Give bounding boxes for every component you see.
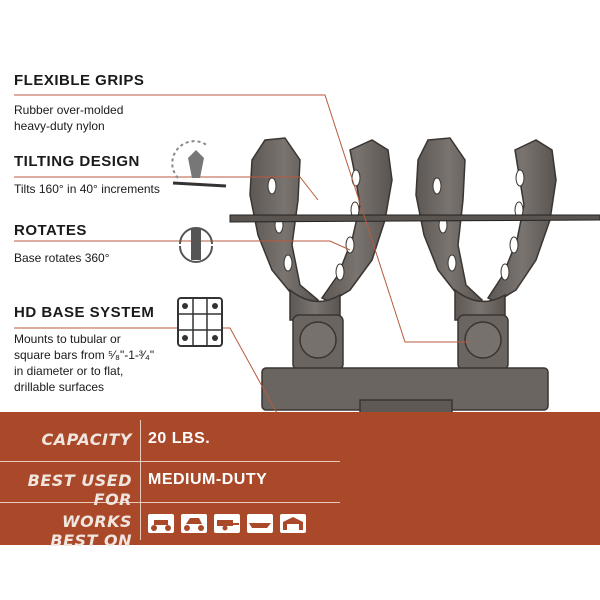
garage-icon xyxy=(280,514,306,533)
spec-label-best-used-for: BEST USED FOR xyxy=(27,471,132,509)
feature-title-tilting-design: TILTING DESIGN xyxy=(14,153,140,170)
right-grip xyxy=(415,137,557,321)
base-plate-icon xyxy=(176,296,224,348)
feature-title-hd-base-system: HD BASE SYSTEM xyxy=(14,304,155,321)
left-grip xyxy=(249,137,393,321)
spec-label-works-best-on: WORKS BEST ON xyxy=(50,512,132,550)
feature-desc-flexible-grips: Rubber over-molded heavy-duty nylon xyxy=(14,103,124,133)
spec-value-capacity: 20 LBS. xyxy=(148,430,211,447)
feature-desc-tilting-design: Tilts 160° in 40° increments xyxy=(14,182,160,196)
feature-title-flexible-grips: FLEXIBLE GRIPS xyxy=(14,72,145,89)
feature-title-rotates: ROTATES xyxy=(14,222,87,239)
band-divider xyxy=(0,461,340,462)
tilt-icon xyxy=(168,138,230,200)
atv-icon xyxy=(148,514,174,533)
band-divider xyxy=(140,420,141,540)
feature-desc-rotates: Base rotates 360° xyxy=(14,251,110,265)
spec-label-capacity: CAPACITY xyxy=(41,430,132,449)
rotate-icon xyxy=(175,222,217,266)
utv-icon xyxy=(181,514,207,533)
trailer-icon xyxy=(214,514,240,533)
feature-desc-hd-base-system: Mounts to tubular or square bars from ⁵⁄… xyxy=(14,332,155,394)
band-divider xyxy=(0,502,340,503)
boat-icon xyxy=(247,514,273,533)
spec-value-best-used-for: MEDIUM-DUTY xyxy=(148,471,268,488)
